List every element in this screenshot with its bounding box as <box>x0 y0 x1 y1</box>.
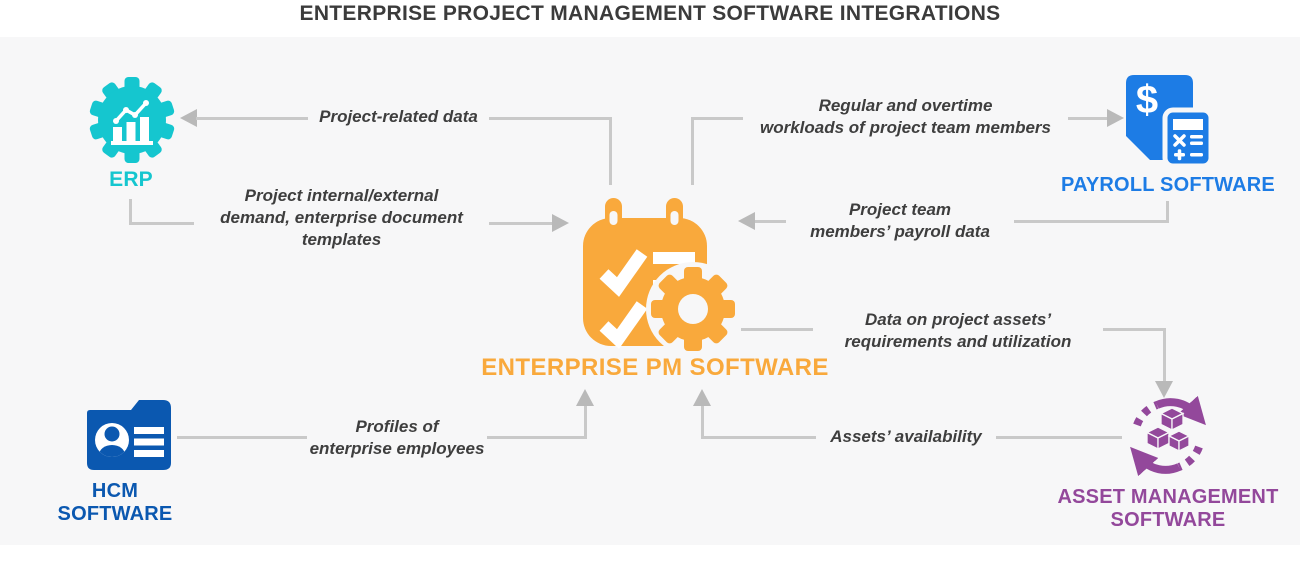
connector-line <box>487 436 587 439</box>
connector-line <box>691 117 743 120</box>
arrowhead-to-center-from-payroll <box>738 212 755 230</box>
connector-line <box>1103 328 1166 331</box>
arrowhead-to-center-from-asset <box>693 389 711 406</box>
arrowhead-to-asset <box>1155 381 1173 398</box>
svg-text:$: $ <box>1136 78 1158 122</box>
connector-line <box>129 199 132 225</box>
node-label-enterprise-pm: ENTERPRISE PM SOFTWARE <box>481 354 829 381</box>
page-title: ENTERPRISE PROJECT MANAGEMENT SOFTWARE I… <box>299 2 1001 25</box>
node-label-payroll: PAYROLL SOFTWARE <box>1061 174 1275 196</box>
arrowhead-to-center-from-erp <box>552 214 569 232</box>
connector-line <box>701 405 704 439</box>
flow-label-assets-availability: Assets’ availability <box>830 427 982 446</box>
connector-line <box>996 436 1122 439</box>
arrowhead-to-erp <box>180 109 197 127</box>
connector-line <box>741 328 813 331</box>
gear-analytics-icon <box>86 72 178 171</box>
connector-line <box>755 220 786 223</box>
node-label-asset: ASSET MANAGEMENT SOFTWARE <box>1057 486 1279 531</box>
connector-line <box>196 117 308 120</box>
connector-line <box>1068 117 1108 120</box>
connector-line <box>1166 201 1169 223</box>
node-label-hcm: HCM SOFTWARE <box>57 480 173 525</box>
arrowhead-to-payroll <box>1107 109 1124 127</box>
employee-profiles-folder-icon <box>84 398 174 478</box>
calendar-checklist-gear-icon <box>575 192 740 359</box>
node-label-erp: ERP <box>109 168 153 191</box>
dollar-document-calculator-icon: $ <box>1126 66 1214 173</box>
flow-label-assets-requirements: Data on project assets’ requirements and… <box>844 310 1072 351</box>
connector-line <box>177 436 307 439</box>
connector-line <box>489 222 552 225</box>
connector-line <box>1014 220 1169 223</box>
connector-line <box>691 117 694 185</box>
connector-line <box>609 117 612 185</box>
connector-line <box>701 436 816 439</box>
assets-cycle-cubes-icon <box>1122 392 1214 485</box>
connector-line <box>129 222 194 225</box>
flow-label-payroll-data: Project team members’ payroll data <box>810 200 990 241</box>
flow-label-employee-profiles: Profiles of enterprise employees <box>309 417 485 458</box>
arrowhead-to-center-from-hcm <box>576 389 594 406</box>
flow-label-project-related-data: Project-related data <box>319 107 478 126</box>
flow-label-project-demand: Project internal/external demand, enterp… <box>220 186 463 249</box>
connector-line <box>489 117 612 120</box>
flow-label-workloads: Regular and overtime workloads of projec… <box>760 96 1051 137</box>
connector-line <box>584 405 587 439</box>
connector-line <box>1163 328 1166 382</box>
